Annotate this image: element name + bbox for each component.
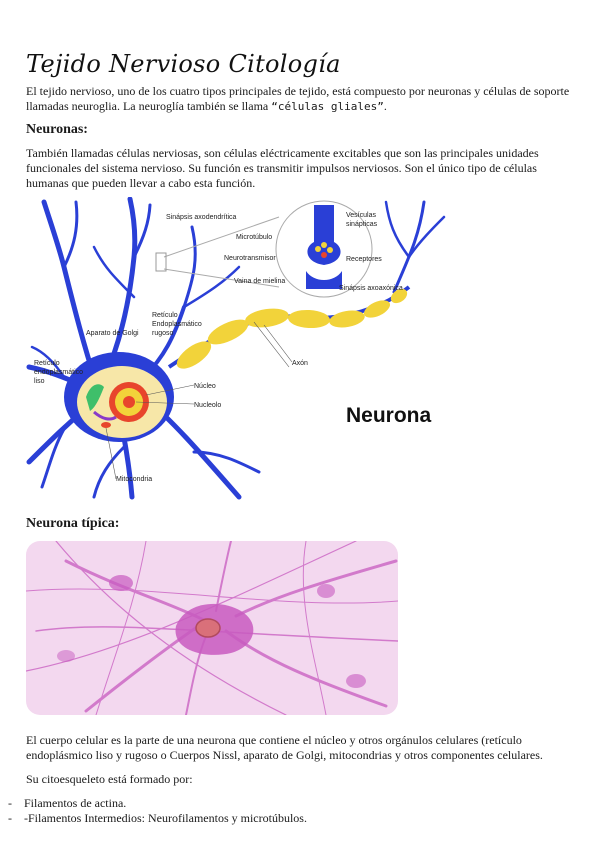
intro-line-2-start: llamadas neuroglia. La neuroglía también… bbox=[26, 99, 272, 113]
micrograph-fibers bbox=[26, 541, 398, 715]
label-sinapsis-axodendritica: Sinápsis axodendrítica bbox=[166, 214, 237, 221]
label-aparato-golgi: Aparato de Golgi bbox=[86, 330, 139, 337]
list-dash: - bbox=[8, 796, 12, 810]
list-item: -Filamentos de actina. bbox=[8, 796, 126, 811]
label-nucleolo: Nucleolo bbox=[194, 402, 221, 409]
celulas-gliales-quote: “células gliales” bbox=[271, 100, 384, 113]
dendrites bbox=[26, 197, 446, 500]
soma bbox=[64, 352, 174, 442]
list-item-text: -Filamentos Intermedios: Neurofilamentos… bbox=[24, 811, 307, 825]
label-reticulo-rugoso-3: rugoso bbox=[152, 330, 174, 337]
label-axon: Axón bbox=[292, 360, 308, 367]
citoesqueleto-text: Su citoesqueleto está formado por: bbox=[26, 772, 193, 786]
intro-line-1: El tejido nervioso, uno de los cuatro ti… bbox=[26, 84, 570, 98]
label-vesiculas: Vesículas bbox=[346, 212, 376, 219]
label-sinapsis-axoaxonica: Sinápsis axoaxónica bbox=[339, 285, 403, 292]
cuerpo-line-2: endoplásmico liso y rugoso o Cuerpos Nis… bbox=[26, 748, 543, 762]
label-leaders bbox=[105, 321, 293, 480]
intro-line-2: llamadas neuroglia. La neuroglía también… bbox=[26, 99, 574, 114]
neuronas-heading: Neuronas: bbox=[26, 122, 88, 137]
label-reticulo-liso-2: endoplasmático bbox=[34, 369, 83, 376]
intro-line-2-end: . bbox=[383, 99, 387, 113]
label-sinapticas: sinápticas bbox=[346, 221, 378, 228]
axon bbox=[167, 285, 411, 369]
neurona-big-label: Neurona bbox=[346, 404, 432, 427]
list-dash: - bbox=[8, 811, 12, 825]
synapse-inset bbox=[155, 200, 373, 298]
label-reticulo-liso-3: liso bbox=[34, 378, 45, 385]
label-vaina-mielina: Vaina de mielina bbox=[234, 278, 285, 285]
label-neurotransmisor: Neurotransmisor bbox=[224, 255, 276, 262]
neurona-tipica-heading: Neurona típica: bbox=[26, 516, 120, 531]
label-microtubulo: Microtúbulo bbox=[236, 234, 272, 241]
label-reticulo-rugoso-1: Retículo bbox=[152, 312, 178, 319]
label-reticulo-rugoso-2: Endoplasmático bbox=[152, 321, 202, 328]
label-mitocondria: Mitocondria bbox=[116, 476, 152, 483]
neuron-micrograph bbox=[26, 541, 398, 715]
label-reticulo-liso-1: Retículo bbox=[34, 360, 60, 367]
neuronas-line-2: funcionales del sistema nervioso. Su fun… bbox=[26, 161, 537, 175]
neuron-diagram: Sinápsis axodendrítica Vesículas sinápti… bbox=[26, 197, 446, 500]
label-nucleo: Núcleo bbox=[194, 383, 216, 390]
neuronas-line-1: También llamadas células nerviosas, son … bbox=[26, 146, 539, 160]
cuerpo-line-1: El cuerpo celular es la parte de una neu… bbox=[26, 733, 522, 747]
list-item-text: Filamentos de actina. bbox=[24, 796, 127, 810]
micrograph-cell-body bbox=[175, 603, 254, 655]
diagram-labels: Sinápsis axodendrítica Vesículas sinápti… bbox=[34, 212, 403, 483]
page-title: Tejido Nervioso Citología bbox=[26, 50, 341, 78]
list-item: --Filamentos Intermedios: Neurofilamento… bbox=[8, 811, 307, 826]
label-receptores: Receptores bbox=[346, 256, 382, 263]
neuronas-line-3: humanas que pueden llevar a cabo esta fu… bbox=[26, 176, 256, 190]
